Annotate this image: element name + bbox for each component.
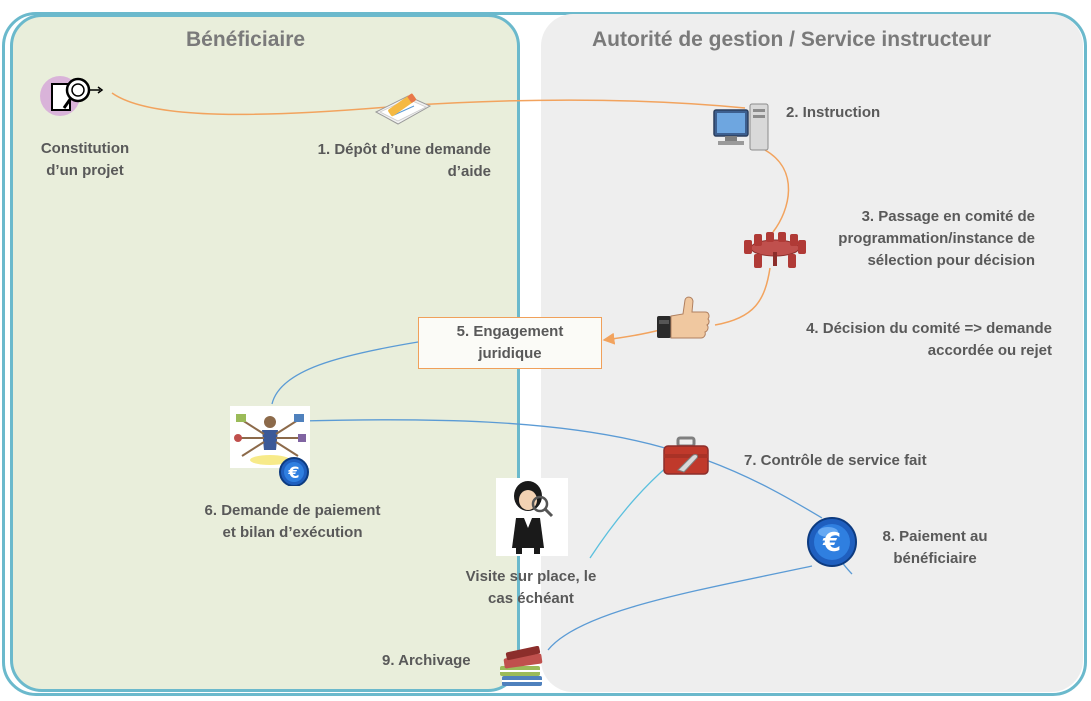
step-8-line1: 8. Paiement au bbox=[882, 528, 988, 545]
step-1-label: 1. Dépôt d’une demande d’aide bbox=[276, 139, 491, 183]
flow-control-to-payment bbox=[705, 459, 823, 519]
multitask-person-euro-icon: € bbox=[230, 406, 310, 486]
flow-engagement-to-request bbox=[271, 341, 419, 405]
step-8-label: 8. Paiement au bénéficiaire bbox=[860, 526, 1010, 570]
meeting-table-icon bbox=[744, 232, 806, 268]
svg-text:€: € bbox=[287, 463, 299, 482]
step-5-box: 5. Engagement juridique bbox=[418, 317, 602, 369]
lane-title-authority: Autorité de gestion / Service instructeu… bbox=[592, 28, 992, 51]
step-7-label: 7. Contrôle de service fait bbox=[744, 452, 927, 469]
flow-decision-to-engagement bbox=[602, 329, 661, 345]
step-4-line1: 4. Décision du comité => demande bbox=[806, 320, 1052, 337]
flow-instruction-to-committee bbox=[764, 149, 790, 233]
visit-line1: Visite sur place, le bbox=[465, 568, 597, 585]
visit-label: Visite sur place, le cas échéant bbox=[446, 566, 616, 610]
thumbs-up-icon bbox=[657, 296, 710, 339]
flow-visit-to-control bbox=[589, 465, 669, 559]
step-8-line2: bénéficiaire bbox=[893, 550, 977, 567]
step-6-label: 6. Demande de paiement et bilan d’exécut… bbox=[185, 500, 400, 544]
flow-payment-to-archive bbox=[547, 565, 813, 651]
step-5-line1: 5. Engagement bbox=[456, 323, 564, 340]
step-project-line2: d’un projet bbox=[46, 162, 124, 179]
pen-paper-icon bbox=[374, 93, 432, 125]
step-project-label: Constitution d’un projet bbox=[30, 138, 140, 182]
step-9-label: 9. Archivage bbox=[382, 652, 471, 669]
inspector-woman-icon bbox=[496, 478, 568, 556]
euro-coin-icon: € bbox=[807, 517, 857, 567]
svg-text:€: € bbox=[822, 528, 841, 558]
step-6-line1: 6. Demande de paiement bbox=[204, 502, 381, 519]
lane-title-beneficiary: Bénéficiaire bbox=[186, 28, 306, 51]
step-3-label: 3. Passage en comité de programmation/in… bbox=[808, 206, 1035, 272]
books-icon bbox=[500, 646, 543, 686]
step-4-label: 4. Décision du comité => demande accordé… bbox=[728, 318, 1052, 362]
toolbox-icon bbox=[663, 436, 709, 475]
flow-request-to-control bbox=[299, 419, 666, 449]
step-4-line2: accordée ou rejet bbox=[927, 342, 1052, 359]
step-1-line1: 1. Dépôt d’une demande bbox=[317, 141, 491, 158]
step-3-line3: sélection pour décision bbox=[867, 252, 1035, 269]
step-5-line2: juridique bbox=[478, 345, 542, 362]
step-project-line1: Constitution bbox=[40, 140, 130, 157]
lane-managing-authority bbox=[541, 14, 1083, 692]
step-6-line2: et bilan d’exécution bbox=[222, 524, 363, 541]
magnifier-document-icon bbox=[40, 76, 104, 116]
visit-line2: cas échéant bbox=[488, 590, 574, 607]
computer-icon bbox=[713, 103, 769, 151]
step-3-line2: programmation/instance de bbox=[838, 230, 1035, 247]
step-3-line1: 3. Passage en comité de bbox=[861, 208, 1035, 225]
step-1-line2: d’aide bbox=[447, 163, 491, 180]
flow-committee-to-decision bbox=[714, 267, 771, 326]
step-2-label: 2. Instruction bbox=[786, 104, 881, 121]
